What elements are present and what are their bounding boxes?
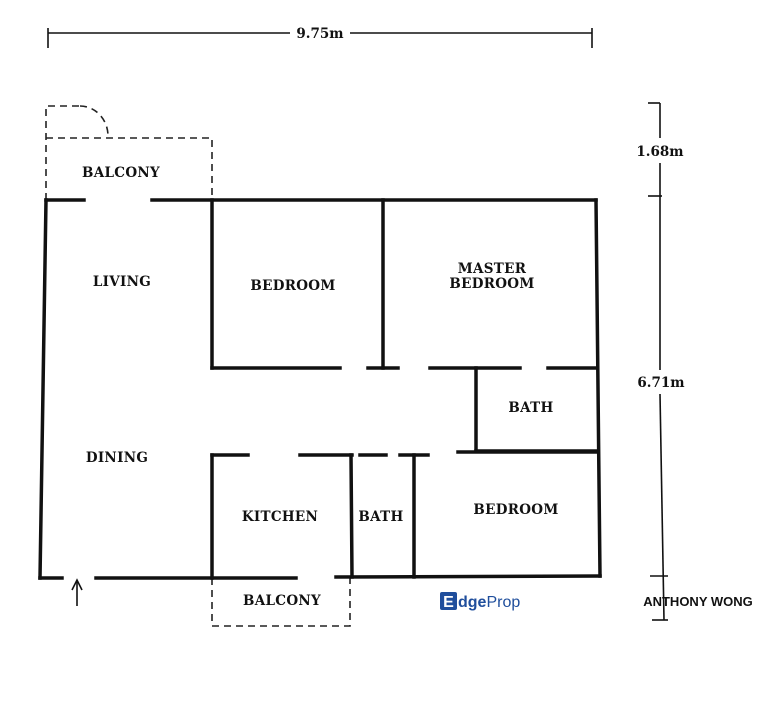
- room-label-master-line1: MASTER: [458, 261, 527, 277]
- width-dimension: 9.75m: [47, 26, 593, 48]
- agent-credit: ANTHONY WONG: [643, 594, 753, 609]
- top-balcony-outline: [45, 105, 213, 200]
- edgeprop-logo: E dgeProp: [440, 592, 520, 611]
- room-label-bath-master: BATH: [508, 400, 553, 416]
- walls: [38, 198, 602, 580]
- room-label-dining: DINING: [86, 450, 148, 466]
- entrance-arrow-icon: [71, 578, 83, 606]
- edgeprop-logo-mark: [440, 592, 457, 610]
- room-label-bath-common: BATH: [358, 509, 403, 525]
- room-label-balcony-top: BALCONY: [82, 165, 160, 181]
- room-label-kitchen: KITCHEN: [242, 509, 318, 525]
- edgeprop-logo-text: dgeProp: [458, 594, 520, 611]
- room-label-master-line2: BEDROOM: [449, 276, 534, 292]
- depth-label: 6.71m: [637, 375, 684, 391]
- bottom-balcony-outline: [211, 578, 351, 627]
- depth-dimension: 1.68m 6.71m: [636, 102, 685, 621]
- room-label-bedroom-2: BEDROOM: [473, 502, 558, 518]
- edgeprop-logo-letter: E: [443, 594, 454, 611]
- width-dimension-label: 9.75m: [296, 26, 343, 42]
- room-label-living: LIVING: [93, 274, 151, 290]
- balcony-depth-label: 1.68m: [636, 144, 683, 160]
- room-label-balcony-bottom: BALCONY: [243, 593, 321, 609]
- room-label-bedroom: BEDROOM: [250, 278, 335, 294]
